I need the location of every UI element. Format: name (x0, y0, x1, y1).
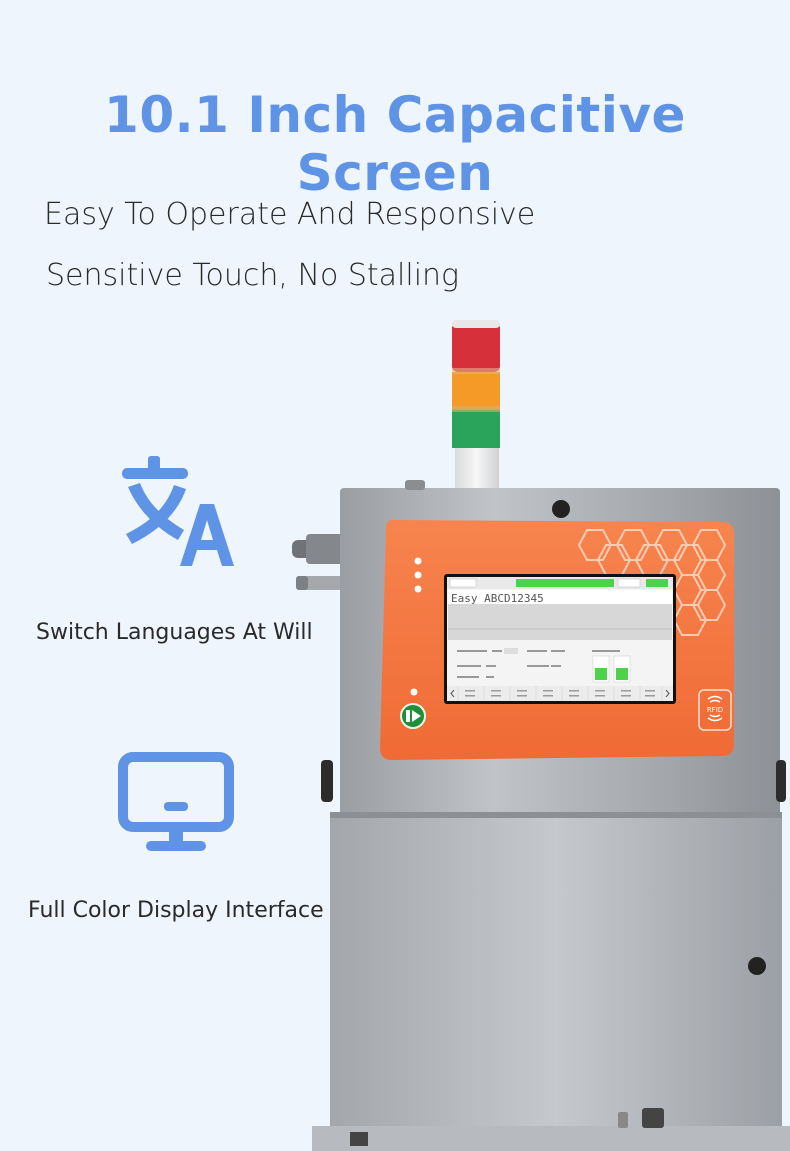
rfid-label: RFID (707, 706, 723, 714)
touch-screen: Easy ABCD12345 (444, 574, 676, 704)
subtitle-touch: Sensitive Touch, No Stalling (46, 258, 460, 293)
subtitle-responsive: Easy To Operate And Responsive (44, 197, 536, 232)
feature-label-display: Full Color Display Interface (28, 898, 324, 923)
side-fittings (292, 534, 346, 590)
message-preview: Easy ABCD12345 (451, 592, 544, 605)
feature-label-languages: Switch Languages At Will (36, 620, 313, 645)
headline: 10.1 Inch Capacitive Screen (104, 86, 686, 202)
signal-tower (452, 320, 500, 492)
monitor-icon (118, 752, 234, 851)
translate-icon (122, 456, 234, 566)
